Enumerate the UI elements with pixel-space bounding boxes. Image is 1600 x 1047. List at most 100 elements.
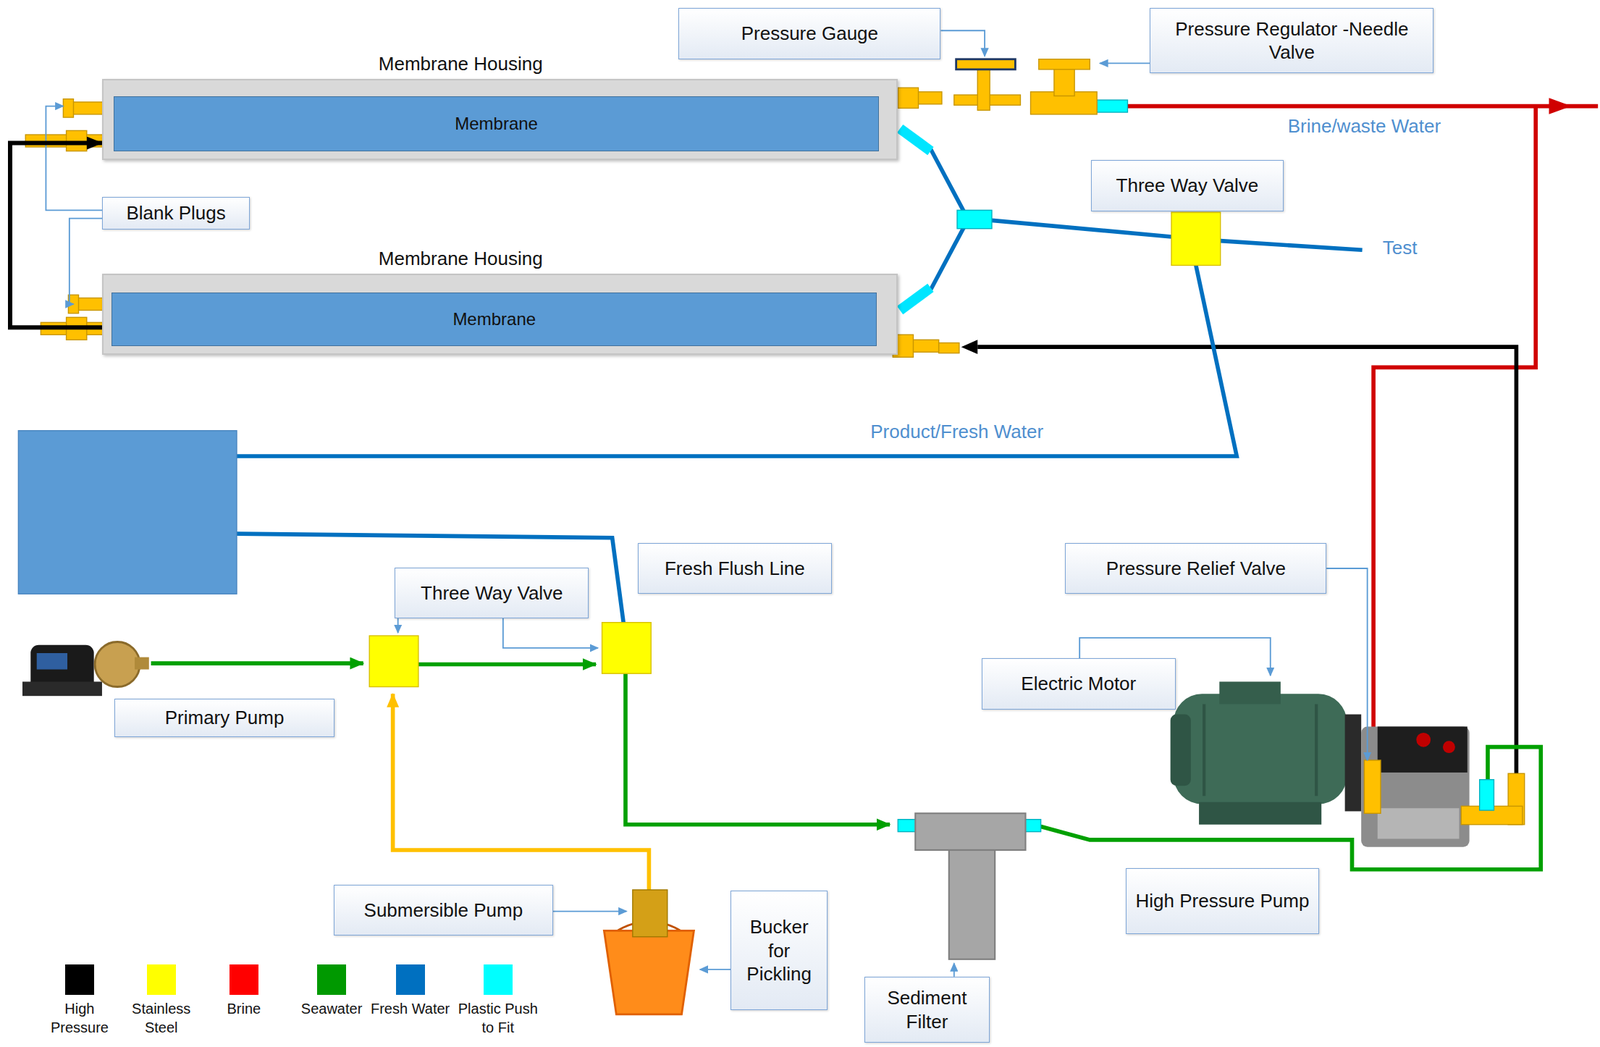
fresh-water-line [236, 149, 1363, 623]
callout-text: Fresh Flush Line [664, 556, 806, 581]
primary-pump-illustration [94, 641, 140, 687]
leader-line [953, 962, 955, 976]
callout-text: Bucker for Pickling [738, 915, 820, 987]
motor-pump-illustration [1377, 807, 1460, 839]
bucket-illustration [603, 889, 694, 1015]
stainless-fitting [66, 130, 87, 151]
callout-box: Pressure Relief Valve [1064, 542, 1327, 594]
motor-pump-illustration [1173, 693, 1348, 804]
flow-label: Test [1382, 236, 1418, 260]
seawater-line [151, 660, 364, 666]
brine-line [1127, 104, 1598, 109]
leader-line [503, 618, 599, 648]
fresh-water-line [1220, 241, 1363, 251]
membrane-label: Membrane [454, 113, 538, 134]
motor-pump-illustration [1363, 760, 1381, 814]
callout-box: Pressure Gauge [678, 7, 941, 59]
flow-label: Brine/waste Water [1287, 115, 1441, 138]
fresh-water-line [930, 149, 965, 213]
motor-pump-illustration [1345, 714, 1362, 812]
housing-heading: Membrane Housing [103, 52, 819, 76]
callout-box: Primary Pump [114, 698, 335, 737]
legend-text: Fresh Water [369, 999, 452, 1018]
callout-box: Bucker for Pickling [730, 890, 828, 1010]
legend-item: Plastic Push to Fit [457, 964, 539, 1037]
legend-swatch [396, 964, 425, 995]
primary-pump-illustration [22, 681, 103, 696]
membrane-element: Membrane [113, 96, 879, 152]
primary-pump-illustration [22, 641, 150, 696]
membrane-label: Membrane [452, 309, 536, 330]
callout-text: Pressure Regulator -Needle Valve [1157, 17, 1426, 65]
push-fit-fitting [957, 209, 992, 229]
stainless-fitting [897, 87, 919, 108]
stainless-fitting [62, 99, 74, 118]
membrane-housing: Membrane HousingMembrane [102, 78, 898, 161]
callout-text: Submersible Pump [364, 898, 524, 923]
callout-text: Blank Plugs [125, 201, 226, 226]
high-pressure-line [961, 339, 979, 355]
leader-line [45, 106, 103, 211]
pickling-line [393, 693, 650, 890]
callout-box: Fresh Flush Line [637, 542, 832, 594]
callout-text: Pressure Gauge [741, 21, 879, 46]
brine-line [1373, 106, 1536, 761]
primary-pump-illustration [134, 657, 150, 670]
fresh-water-line [930, 226, 965, 290]
callout-box: Three Way Valve [394, 567, 589, 619]
motor-pump-illustration [1377, 726, 1468, 772]
pickling-line [393, 693, 650, 890]
sediment-filter-symbol [915, 813, 1026, 850]
callout-box: Sediment Filter [864, 976, 990, 1044]
stainless-fitting [939, 343, 960, 354]
membrane-housing: Membrane HousingMembrane [102, 273, 898, 356]
legend-swatch [483, 964, 513, 995]
legend-swatch [317, 964, 347, 995]
callout-text: Sediment Filter [872, 986, 982, 1034]
legend-swatch [146, 964, 176, 995]
legend-item: Brine [203, 964, 285, 1018]
housing-heading: Membrane Housing [103, 247, 819, 271]
callout-text: Three Way Valve [420, 581, 564, 606]
leader-line [1099, 62, 1150, 64]
flow-label: Product/Fresh Water [870, 420, 1044, 444]
stainless-fitting [977, 69, 990, 111]
seawater-line [625, 673, 890, 825]
legend-text: Seawater [291, 999, 373, 1018]
push-fit-fitting [1096, 99, 1128, 113]
pressure-gauge-symbol [956, 59, 1016, 70]
leader-line [45, 30, 1367, 976]
motor-pump-illustration [1219, 681, 1281, 704]
legend-text: High Pressure [39, 999, 121, 1037]
legend-text: Stainless Steel [120, 999, 202, 1037]
callout-box: Submersible Pump [333, 884, 554, 936]
legend-text: Brine [203, 999, 285, 1018]
sediment-filter-symbol [949, 849, 995, 960]
legend-swatch [229, 964, 259, 995]
callout-text: Primary Pump [165, 705, 285, 730]
motor-pump-illustration [1170, 714, 1191, 787]
motor-pump-illustration [1170, 681, 1525, 847]
callout-text: High Pressure Pump [1135, 889, 1310, 913]
seawater-line [418, 662, 596, 667]
callout-box: Three Way Valve [1091, 160, 1284, 211]
bucket-illustration [603, 930, 694, 1015]
membrane-element: Membrane [111, 292, 877, 347]
brine-line [1549, 97, 1572, 115]
motor-pump-illustration [1202, 703, 1206, 796]
fresh-water-line [236, 533, 624, 623]
motor-pump-illustration [1442, 740, 1456, 753]
fresh-water-tank [18, 430, 237, 594]
callout-box: High Pressure Pump [1125, 868, 1320, 934]
leader-line [941, 30, 986, 56]
fresh-water-tank [18, 430, 237, 594]
fresh-water-line [991, 220, 1172, 237]
legend-text: Plastic Push to Fit [457, 999, 539, 1037]
leader-line [700, 968, 731, 971]
stainless-fitting [1038, 59, 1090, 70]
legend-item: High Pressure [39, 964, 121, 1037]
leader-line [553, 910, 627, 913]
callout-text: Three Way Valve [1116, 173, 1260, 198]
leader-line [1326, 568, 1367, 761]
motor-pump-illustration [1198, 802, 1322, 825]
